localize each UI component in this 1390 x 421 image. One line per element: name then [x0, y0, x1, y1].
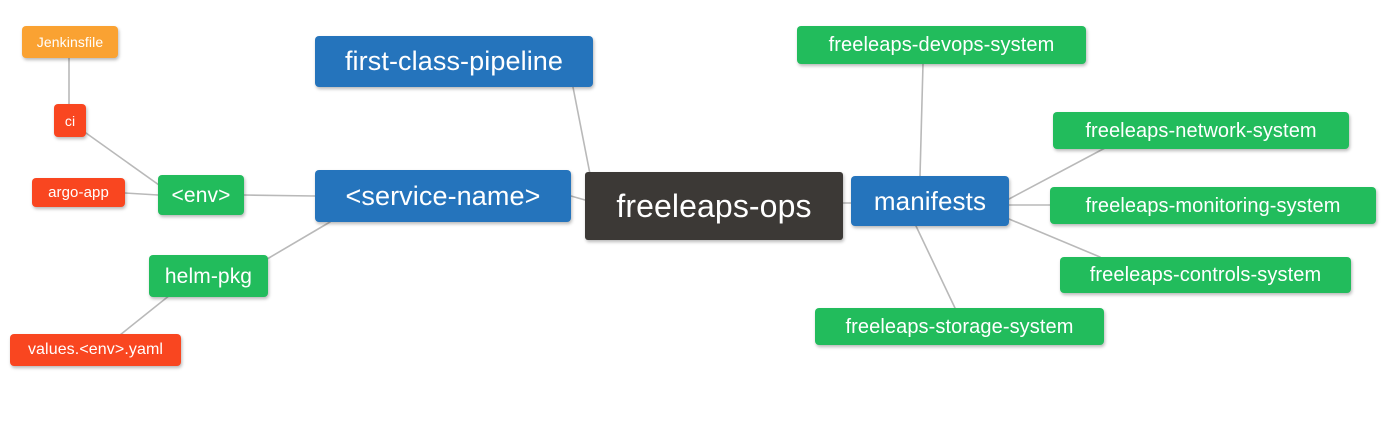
node-first-class-pipeline[interactable]: first-class-pipeline — [315, 36, 593, 87]
edge-manifests-to-freeleaps-controls-system — [1008, 218, 1101, 258]
edge-first-class-pipeline-to-freeleaps-ops — [571, 81, 591, 175]
node-freeleaps-monitoring-system[interactable]: freeleaps-monitoring-system — [1050, 187, 1376, 224]
node-freeleaps-devops-system[interactable]: freeleaps-devops-system — [797, 26, 1086, 64]
node-helm-pkg[interactable]: helm-pkg — [149, 255, 268, 297]
node-ci[interactable]: ci — [54, 104, 86, 137]
node-argo-app[interactable]: argo-app — [32, 178, 125, 207]
node-env[interactable]: <env> — [158, 175, 244, 215]
node-values-env-yaml[interactable]: values.<env>.yaml — [10, 334, 181, 366]
edge-helm-pkg-to-values-env-yaml — [119, 294, 171, 336]
node-service-name[interactable]: <service-name> — [315, 170, 571, 222]
node-manifests[interactable]: manifests — [851, 176, 1009, 226]
edge-service-name-to-helm-pkg — [261, 221, 331, 263]
node-freeleaps-network-system[interactable]: freeleaps-network-system — [1053, 112, 1349, 149]
edge-argo-app-to-env — [124, 192, 159, 196]
node-freeleaps-ops[interactable]: freeleaps-ops — [585, 172, 843, 240]
node-jenkinsfile[interactable]: Jenkinsfile — [22, 26, 118, 58]
edge-env-to-service-name — [243, 194, 316, 197]
node-freeleaps-controls-system[interactable]: freeleaps-controls-system — [1060, 257, 1351, 293]
edge-manifests-to-freeleaps-devops-system — [919, 63, 924, 177]
node-freeleaps-storage-system[interactable]: freeleaps-storage-system — [815, 308, 1104, 345]
edge-manifests-to-freeleaps-storage-system — [915, 225, 956, 309]
edge-service-name-to-freeleaps-ops — [570, 195, 586, 201]
